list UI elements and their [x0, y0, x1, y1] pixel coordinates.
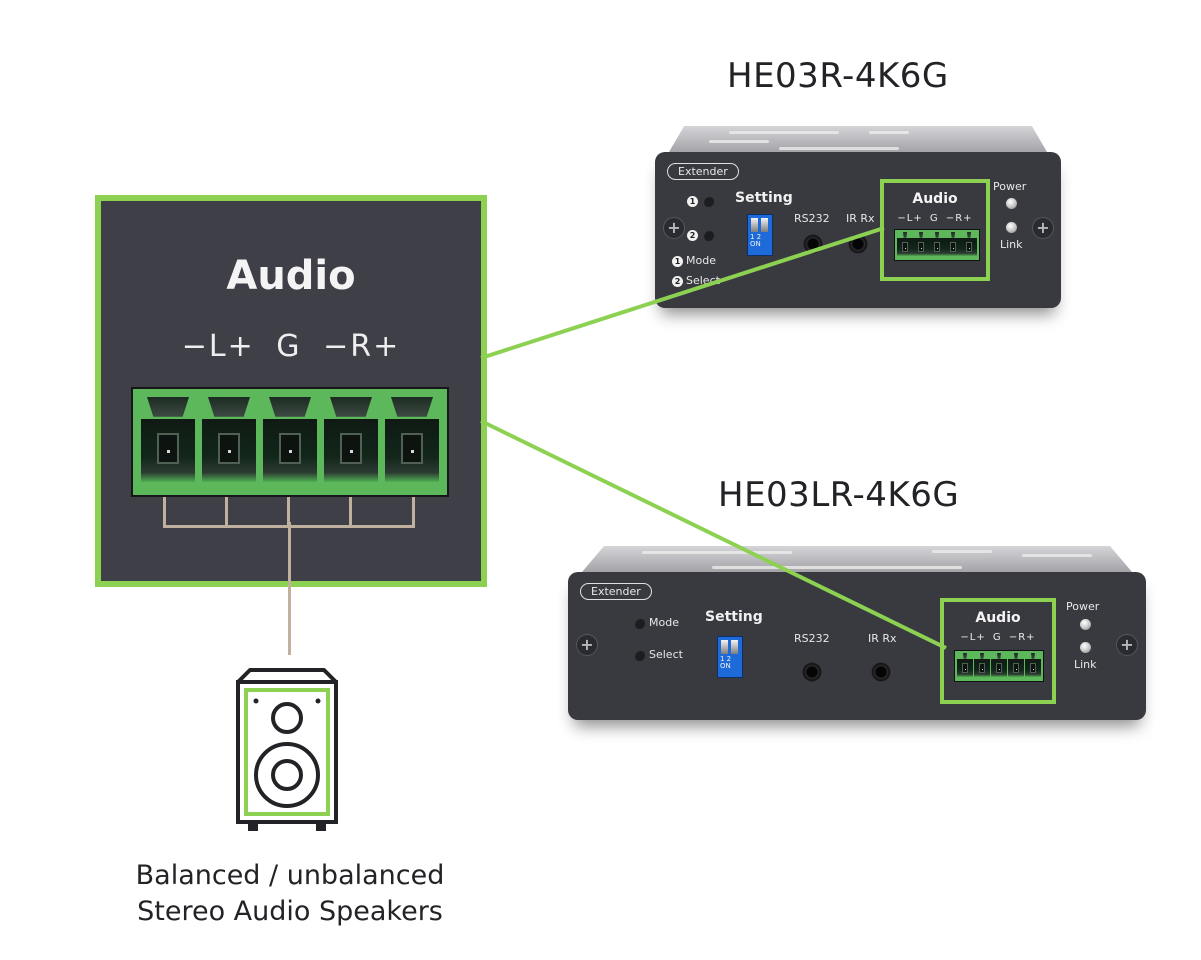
wire: [287, 497, 290, 527]
wire: [349, 497, 352, 527]
audio-detail-pin-labels: −L+ G −R+: [181, 329, 401, 364]
legend-select: Select: [686, 274, 720, 287]
rs232-label: RS232: [794, 632, 830, 645]
select-label: Select: [649, 648, 683, 661]
extender-badge: Extender: [580, 583, 652, 600]
device-he03r: Extender Setting 1 2 1 Mode 2 Select + +…: [655, 126, 1061, 308]
link-label: Link: [1000, 238, 1023, 251]
mode-button[interactable]: [634, 618, 645, 629]
button-number-2: 2: [687, 230, 698, 241]
wire: [412, 497, 415, 527]
wire: [225, 497, 228, 527]
audio-pin-labels: −L+ G −R+: [897, 213, 973, 224]
model-title-he03lr: HE03LR-4K6G: [718, 475, 960, 515]
legend-mode: Mode: [686, 254, 716, 267]
audio-terminal-block: [131, 387, 449, 497]
power-label: Power: [993, 180, 1027, 193]
ir-rx-label: IR Rx: [868, 632, 897, 645]
device-lid: [669, 126, 1047, 152]
audio-highlight-box: Audio −L+ G −R+: [940, 598, 1056, 704]
setting-label: Setting: [735, 190, 793, 206]
link-led: [1006, 222, 1017, 233]
terminal-slot: [202, 397, 256, 487]
device-lid: [582, 546, 1132, 572]
audio-pin-labels: −L+ G −R+: [960, 632, 1036, 643]
power-led: [1080, 619, 1091, 630]
speaker-icon: [236, 668, 338, 831]
screw-icon: +: [1032, 217, 1054, 239]
ir-rx-label: IR Rx: [846, 212, 875, 225]
power-label: Power: [1066, 600, 1100, 613]
ir-rx-port: [848, 234, 868, 254]
speaker-caption: Balanced / unbalanced Stereo Audio Speak…: [80, 858, 500, 930]
setting-label: Setting: [705, 609, 763, 625]
rs232-label: RS232: [794, 212, 830, 225]
terminal-slot: [263, 397, 317, 487]
button-2[interactable]: [703, 230, 714, 241]
model-title-he03r: HE03R-4K6G: [727, 56, 949, 96]
link-label: Link: [1074, 658, 1097, 671]
speaker-caption-line2: Stereo Audio Speakers: [137, 896, 443, 927]
legend-number-1: 1: [672, 256, 683, 267]
rs232-port: [802, 662, 822, 682]
ir-rx-port: [871, 662, 891, 682]
speaker-wire: [288, 522, 291, 655]
screw-icon: +: [1116, 634, 1138, 656]
speaker-caption-line1: Balanced / unbalanced: [135, 860, 445, 891]
button-1[interactable]: [703, 196, 714, 207]
audio-highlight-box: Audio −L+ G −R+: [880, 179, 990, 281]
audio-detail-title: Audio: [226, 253, 356, 299]
legend-number-2: 2: [672, 276, 683, 287]
dip-state: ON: [720, 662, 731, 670]
select-button[interactable]: [634, 650, 645, 661]
screw-icon: +: [663, 217, 685, 239]
audio-label: Audio: [912, 191, 958, 207]
dip-state: ON: [750, 240, 761, 248]
audio-terminal: [954, 650, 1044, 682]
terminal-slot: [324, 397, 378, 487]
audio-label: Audio: [975, 610, 1021, 626]
extender-badge: Extender: [667, 163, 739, 180]
power-led: [1006, 198, 1017, 209]
wire: [163, 497, 166, 527]
audio-detail-panel: Audio −L+ G −R+: [95, 195, 487, 587]
rs232-port: [803, 234, 823, 254]
terminal-slot: [385, 397, 439, 487]
screw-icon: +: [576, 634, 598, 656]
device-front-panel: Extender Setting 1 2 1 Mode 2 Select + +…: [655, 152, 1061, 308]
dip-positions: 1 2: [720, 655, 732, 663]
terminal-slot: [141, 397, 195, 487]
mode-label: Mode: [649, 616, 679, 629]
button-number-1: 1: [687, 196, 698, 207]
audio-terminal: [894, 229, 980, 261]
link-led: [1080, 642, 1091, 653]
